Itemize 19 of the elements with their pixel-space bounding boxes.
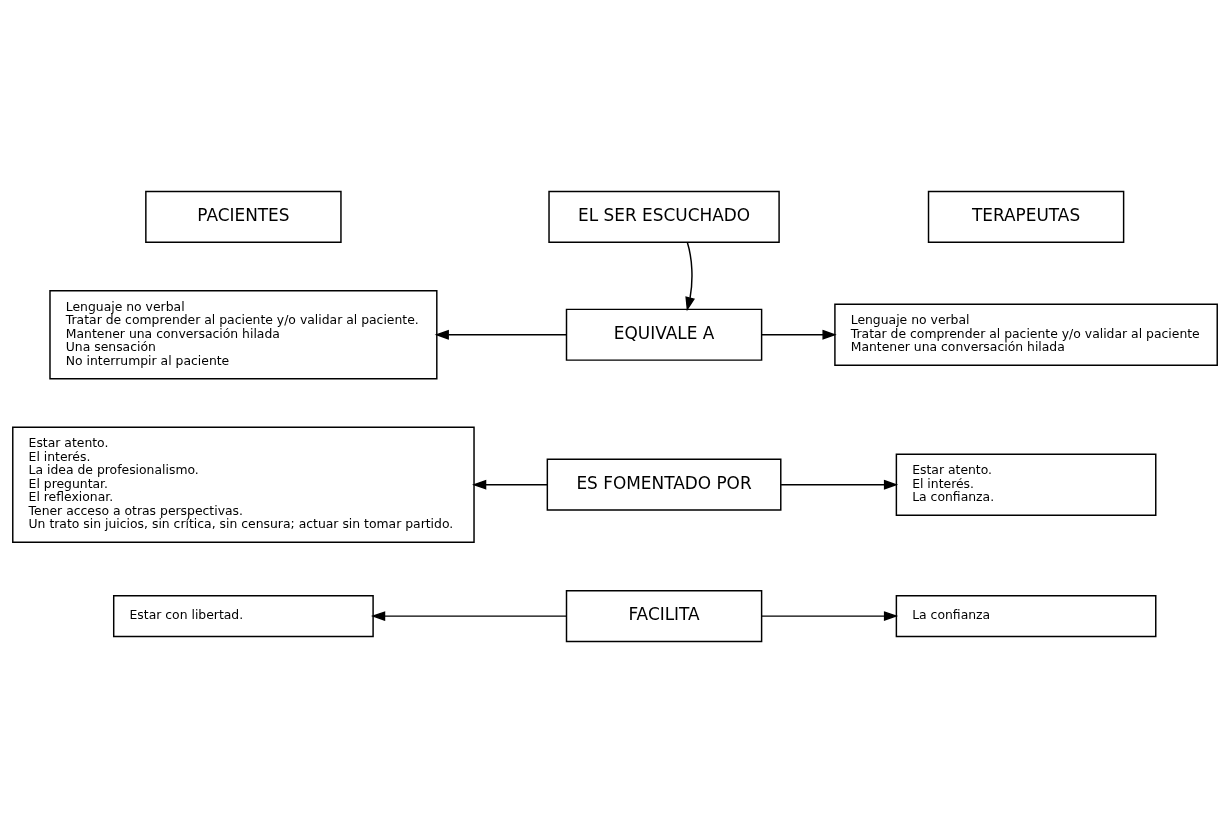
arrow bbox=[760, 611, 899, 622]
node-box: La confianza bbox=[895, 595, 1157, 638]
node-box: Estar atento. El interés. La idea de profesionalismo. El preguntar. El reflexionar. Tener acceso a otras perspectivas. Un trato sin juicios, sin crítica, sin censura; actuar sin tomar partido. bbox=[12, 426, 475, 543]
node-box: Lenguaje no verbal Tratar de comprender al paciente y/o validar al paciente Mantener una conversación hilada bbox=[834, 303, 1218, 366]
arrow bbox=[472, 479, 549, 490]
node-box: FACILITA bbox=[565, 590, 763, 643]
arrow bbox=[685, 241, 695, 312]
node-box: EQUIVALE A bbox=[565, 308, 763, 361]
node-box: PACIENTES bbox=[145, 190, 342, 243]
node-box: TERAPEUTAS bbox=[927, 190, 1125, 243]
arrow bbox=[434, 329, 568, 340]
arrow bbox=[760, 329, 837, 340]
node-box: ES FOMENTADO POR bbox=[546, 458, 782, 511]
arrow bbox=[371, 611, 568, 622]
node-box: Lenguaje no verbal Tratar de comprender al paciente y/o validar al paciente. Mantener una conversación hilada Una sensación No interrumpir al paciente bbox=[49, 290, 438, 380]
node-box: Estar atento. El interés. La confianza. bbox=[895, 453, 1157, 516]
node-box: EL SER ESCUCHADO bbox=[548, 190, 780, 243]
arrow bbox=[780, 479, 899, 490]
node-box: Estar con libertad. bbox=[112, 595, 374, 638]
